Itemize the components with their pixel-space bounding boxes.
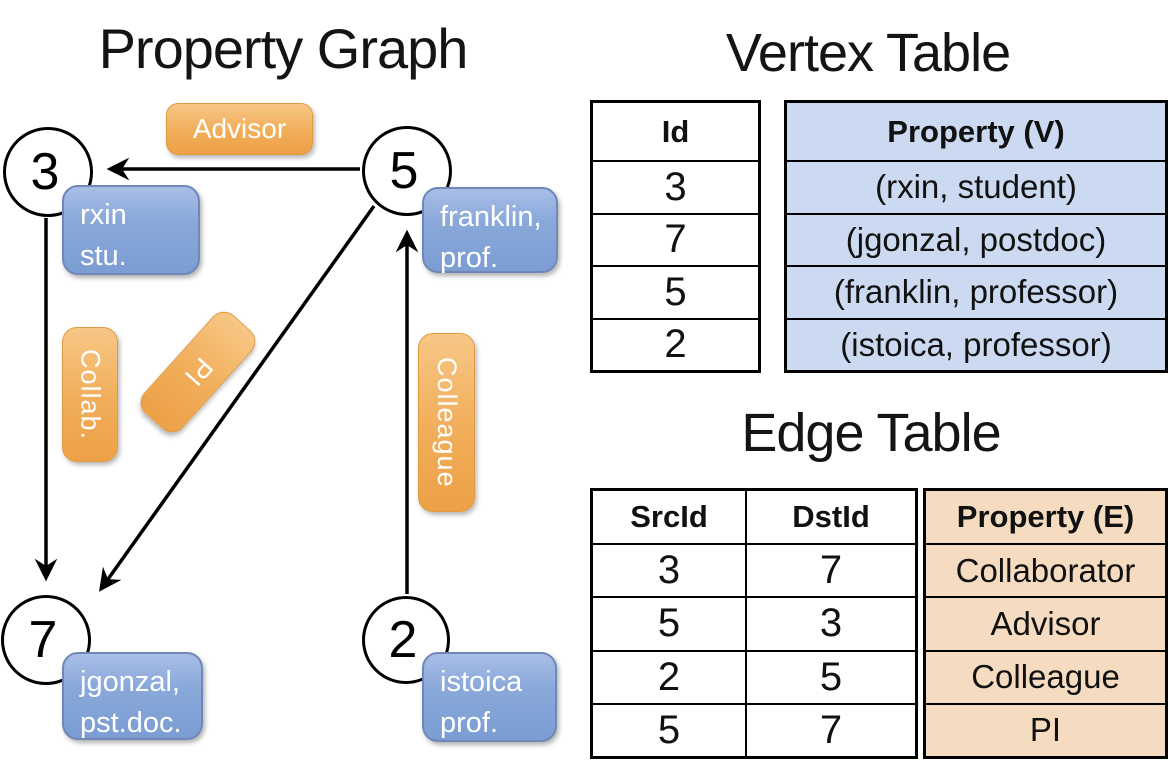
- page-title-property-graph: Property Graph: [98, 17, 469, 80]
- vertex-property-line: stu.: [80, 239, 127, 272]
- edge-table-dstid-cell: 3: [747, 596, 915, 649]
- edge-table-property-cell: PI: [926, 702, 1165, 756]
- edge-label-colleague-text: Colleague: [432, 357, 462, 488]
- vertex-table-id-cell: 2: [593, 317, 758, 371]
- vertex-property-line: jgonzal,: [80, 666, 180, 698]
- vertex-property-box-3: rxin stu.: [62, 185, 200, 275]
- edge-table-header-srcid: SrcId: [593, 491, 747, 543]
- edge-table-header-property: Property (E): [956, 499, 1135, 534]
- vertex-table-id-cell: 7: [593, 212, 758, 266]
- vertex-table-id-cell: 5: [593, 265, 758, 318]
- vertex-property-line: rxin: [80, 199, 127, 231]
- vertex-table-property-cell: (istoica, professor): [787, 317, 1165, 371]
- edge-table-srcid-cell: 5: [593, 702, 747, 756]
- edge-label-collab: Collab.: [62, 327, 118, 462]
- edge-table-dstid-cell: 5: [747, 649, 915, 703]
- vertex-property-line: prof.: [440, 241, 499, 274]
- edge-table-property-cell: Collaborator: [926, 543, 1165, 596]
- vertex-table-property-cell: (franklin, professor): [787, 265, 1165, 318]
- edge-table-id-columns: SrcId DstId 3 7 5 3 2 5 5 7: [590, 488, 918, 759]
- vertex-property-line: prof.: [440, 706, 499, 739]
- vertex-property-line: franklin,: [440, 201, 542, 233]
- vertex-table-id-cell: 3: [593, 160, 758, 213]
- edge-label-pi-text: PI: [178, 352, 219, 393]
- page-title-vertex-table: Vertex Table: [725, 23, 1011, 83]
- page-title-edge-table: Edge Table: [741, 403, 1001, 463]
- edge-table-property-cell: Advisor: [926, 596, 1165, 649]
- edge-label-advisor: Advisor: [166, 103, 313, 155]
- edge-table-header-dstid: DstId: [792, 499, 870, 534]
- edge-table-dstid-cell: 7: [747, 543, 915, 596]
- edge-table-property-column: Property (E) Collaborator Advisor Collea…: [923, 488, 1168, 759]
- vertex-table-id-column: Id 3 7 5 2: [590, 100, 761, 373]
- vertex-property-box-2: istoica prof.: [422, 652, 557, 742]
- edge-table-srcid-cell: 5: [593, 596, 747, 650]
- vertex-table-header-id: Id: [661, 113, 690, 149]
- vertex-property-line: istoica: [440, 666, 523, 698]
- vertex-table-header-property: Property (V): [887, 113, 1065, 149]
- vertex-property-line: pst.doc.: [80, 706, 182, 739]
- vertex-table-property-column: Property (V) (rxin, student) (jgonzal, p…: [784, 100, 1168, 373]
- graph-node-3: 3: [3, 127, 93, 217]
- edge-label-collab-text: Collab.: [75, 348, 106, 441]
- vertex-property-box-7: jgonzal, pst.doc.: [62, 652, 203, 740]
- edge-table-srcid-cell: 3: [593, 543, 747, 597]
- edge-line-5-to-7: [99, 204, 376, 592]
- vertex-table-property-cell: (jgonzal, postdoc): [787, 212, 1165, 266]
- edge-table-dstid-cell: 7: [747, 702, 915, 756]
- edge-table-property-cell: Colleague: [926, 649, 1165, 703]
- edge-table-srcid-cell: 2: [593, 649, 747, 703]
- vertex-property-box-5: franklin, prof.: [422, 187, 558, 274]
- vertex-table-property-cell: (rxin, student): [787, 160, 1165, 213]
- edge-label-colleague: Colleague: [418, 333, 475, 512]
